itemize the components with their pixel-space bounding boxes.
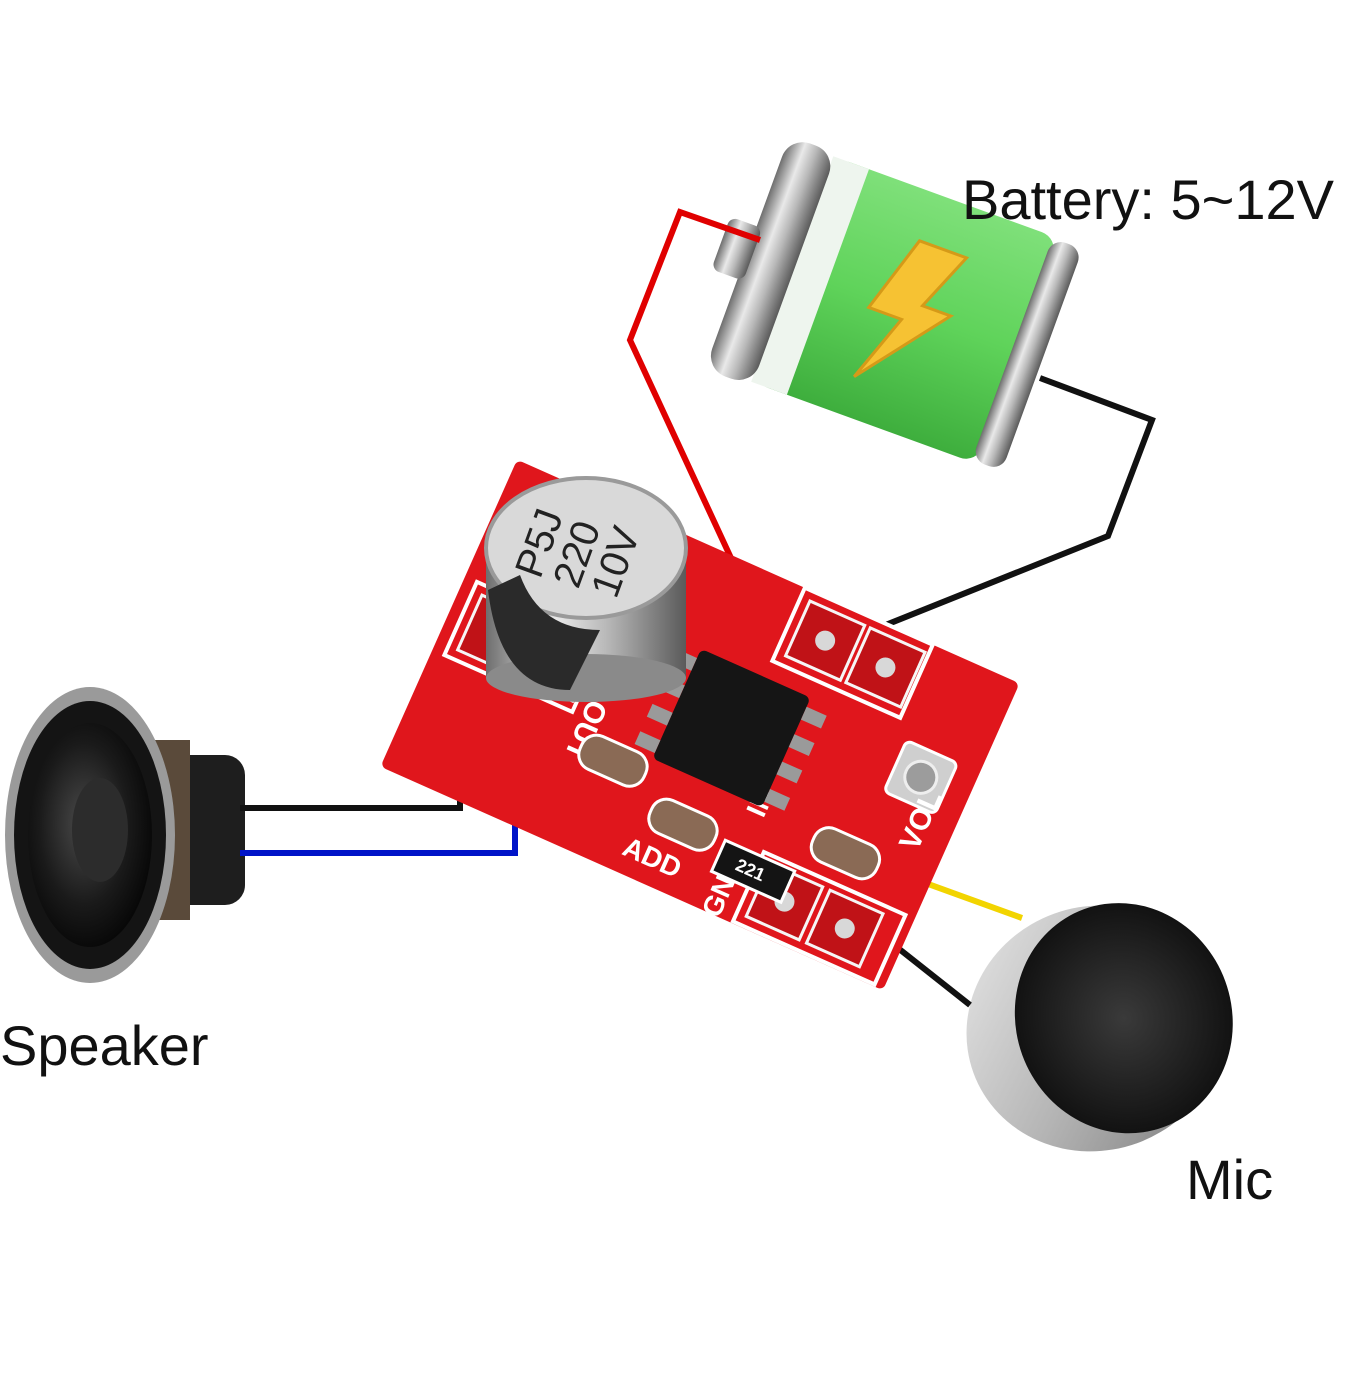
smd-capacitor-1	[577, 733, 649, 788]
smd-capacitor-2	[647, 797, 719, 852]
amplifier-ic	[654, 650, 809, 806]
battery-white-band	[751, 156, 869, 395]
lightning-bolt-icon	[852, 239, 970, 378]
speaker	[5, 687, 245, 983]
power-terminal-outline	[769, 585, 936, 721]
mic-label: Mic	[1186, 1148, 1274, 1211]
microphone	[966, 903, 1233, 1152]
power-hole-2	[875, 657, 896, 678]
smd-capacitor-3	[809, 826, 882, 881]
volume-knob	[903, 759, 939, 795]
wire-power-positive	[626, 208, 765, 627]
wire-ground-battery	[816, 375, 1156, 655]
battery	[710, 142, 1079, 467]
battery-label: Battery: 5~12V	[962, 168, 1335, 231]
electrolytic-capacitor: P5J 220 10V	[484, 476, 688, 702]
capacitor-polarity-band	[488, 575, 600, 690]
battery-cap-positive	[710, 142, 831, 380]
mic-mesh-face	[1014, 903, 1233, 1134]
capacitor-top	[484, 476, 688, 620]
speaker-dustcap	[72, 778, 128, 882]
speaker-label: Speaker	[0, 1014, 209, 1077]
power-hole-1	[815, 630, 836, 651]
battery-cap-negative	[975, 242, 1079, 467]
amplifier-board: OUT GND IN VOL	[382, 461, 1018, 989]
smd-resistor	[709, 838, 797, 905]
in-hole-2	[834, 918, 855, 939]
